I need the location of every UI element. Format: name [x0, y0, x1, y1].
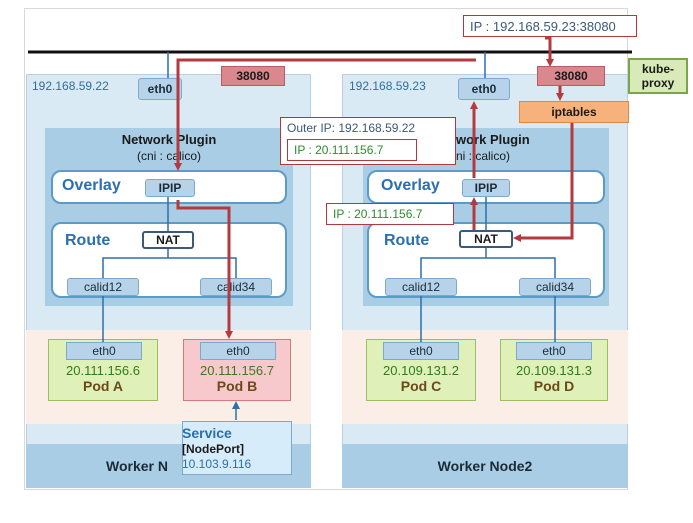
- pod-b-ip: 20.111.156.7: [200, 363, 274, 378]
- iptables-box: iptables: [519, 101, 629, 123]
- node1-overlay-label: Overlay: [62, 177, 121, 194]
- external-ip-callout: IP : 192.168.59.23:38080: [463, 15, 637, 37]
- node1-eth0: eth0: [138, 78, 182, 100]
- node1-route-label: Route: [65, 232, 111, 249]
- pod-d-eth0: eth0: [516, 342, 592, 360]
- node2-calid34: calid34: [519, 278, 591, 296]
- pod-a-eth0: eth0: [66, 342, 142, 360]
- node1-calid34: calid34: [200, 278, 272, 296]
- pod-c-name: Pod C: [400, 378, 442, 394]
- node1-ip: 192.168.59.22: [32, 79, 109, 93]
- node2-ip: 192.168.59.23: [349, 79, 426, 93]
- pod-b-eth0: eth0: [200, 342, 276, 360]
- node2-nat: NAT: [459, 230, 513, 248]
- node1-plugin-subtitle: (cni : calico): [136, 149, 201, 163]
- node1-calid12: calid12: [67, 278, 139, 296]
- node1-calid-bus: [102, 257, 237, 278]
- flow-external-to-port: [545, 36, 554, 67]
- flow-iptables-to-nat: [513, 122, 574, 242]
- outer-ip-text: Outer IP: 192.168.59.22: [287, 121, 416, 135]
- node2-eth0: eth0: [458, 78, 510, 100]
- node2-plugin-subtitle: ni : calico): [456, 149, 511, 163]
- node2-ipip: IPIP: [462, 179, 510, 197]
- pod-a-name: Pod A: [83, 378, 123, 394]
- node1-port-badge: 38080: [221, 66, 285, 86]
- node1-nat: NAT: [142, 231, 194, 249]
- service-title: Service: [182, 425, 232, 441]
- pod-c-ip: 20.109.131.2: [383, 363, 459, 378]
- flow-ipip-to-pod-b: [176, 200, 233, 339]
- node2-footer: [342, 444, 628, 488]
- node1-plugin-title: Network Plugin: [121, 132, 217, 147]
- node2-overlay-label: Overlay: [381, 177, 440, 194]
- node2-calid12: calid12: [385, 278, 457, 296]
- outer-inner-ip-text: IP : 20.111.156.7: [287, 139, 417, 161]
- pod-d-ip: 20.109.131.3: [516, 363, 592, 378]
- node1-ipip: IPIP: [145, 179, 195, 197]
- inner-ip-callout: IP : 20.111.156.7: [326, 203, 454, 225]
- pod-b-name: Pod B: [216, 378, 258, 394]
- nodeport-service: [182, 421, 292, 475]
- pod-a-ip: 20.111.156.6: [66, 363, 140, 378]
- node2-name: Worker Node2: [437, 458, 533, 474]
- node2-route-label: Route: [384, 232, 430, 249]
- flow-node2-to-node1: [174, 58, 476, 171]
- pod-c-eth0: eth0: [383, 342, 459, 360]
- pod-d-name: Pod D: [533, 378, 575, 394]
- node2-calid-bus: [420, 257, 556, 278]
- node2-port-badge: 38080: [537, 66, 605, 86]
- service-type: [NodePort]: [182, 442, 244, 456]
- node1-name: Worker N: [106, 458, 168, 474]
- service-cluster-ip: 10.103.9.116: [182, 457, 252, 471]
- kube-proxy-box: kube- proxy: [628, 58, 688, 94]
